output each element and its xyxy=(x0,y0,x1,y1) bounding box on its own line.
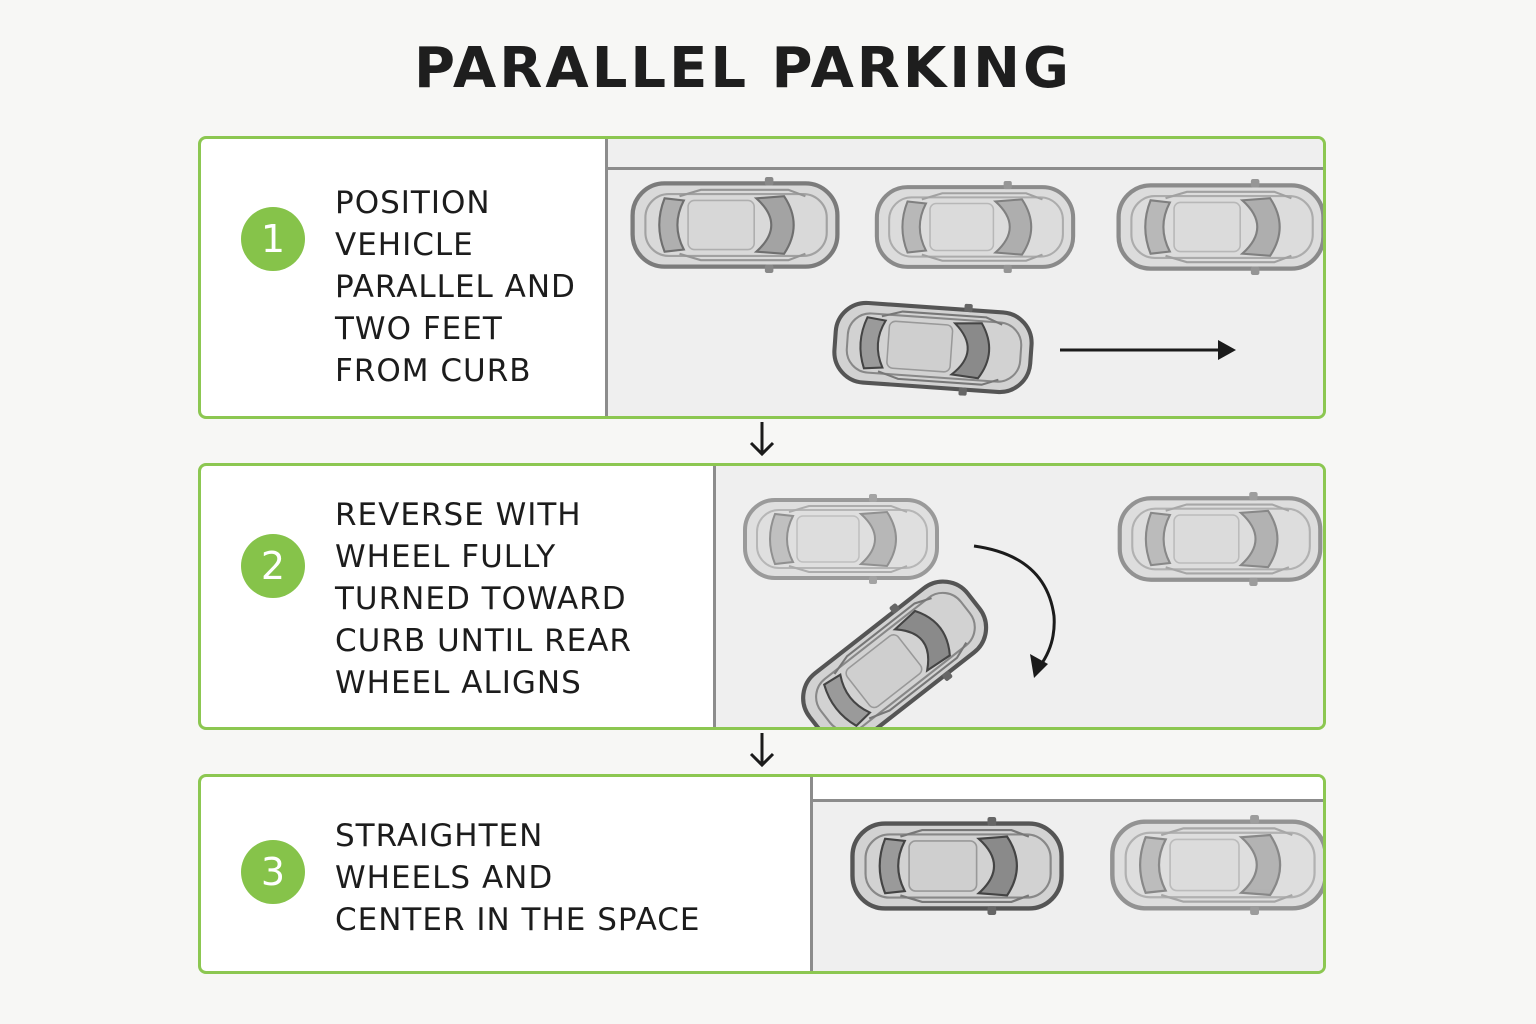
right-arrow-icon xyxy=(1060,340,1236,360)
down-arrow-icon xyxy=(749,422,775,457)
page-title: PARALLEL PARKING xyxy=(414,36,1072,101)
driver-car xyxy=(852,817,1061,915)
curved-arrow-icon xyxy=(973,544,1056,678)
parked-car-front xyxy=(745,494,937,584)
parked-car-rear xyxy=(1112,815,1325,915)
step-2-panel: 2 REVERSE WITH WHEEL FULLY TURNED TOWARD… xyxy=(198,463,1326,730)
parked-car-rear xyxy=(1119,179,1324,275)
step-2-illustration xyxy=(713,466,1323,727)
step-3-illustration xyxy=(810,777,1323,971)
step-1-illustration xyxy=(605,139,1323,416)
step-1-number-badge: 1 xyxy=(241,207,305,271)
driver-car xyxy=(787,564,1003,727)
step-1-panel: 1 POSITION VEHICLE PARALLEL AND TWO FEET… xyxy=(198,136,1326,419)
step-1-instruction: POSITION VEHICLE PARALLEL AND TWO FEET F… xyxy=(335,185,576,389)
parked-car-middle xyxy=(877,181,1073,273)
parked-car-rear xyxy=(1120,492,1321,586)
driver-car xyxy=(832,295,1034,400)
step-2-instruction: REVERSE WITH WHEEL FULLY TURNED TOWARD C… xyxy=(335,497,632,701)
down-arrow-icon xyxy=(749,733,775,768)
step-3-instruction: STRAIGHTEN WHEELS AND CENTER IN THE SPAC… xyxy=(335,818,701,938)
step-3-number-badge: 3 xyxy=(241,840,305,904)
step-2-number-badge: 2 xyxy=(241,534,305,598)
step-3-panel: 3 STRAIGHTEN WHEELS AND CENTER IN THE SP… xyxy=(198,774,1326,974)
parked-car-front xyxy=(633,177,838,273)
